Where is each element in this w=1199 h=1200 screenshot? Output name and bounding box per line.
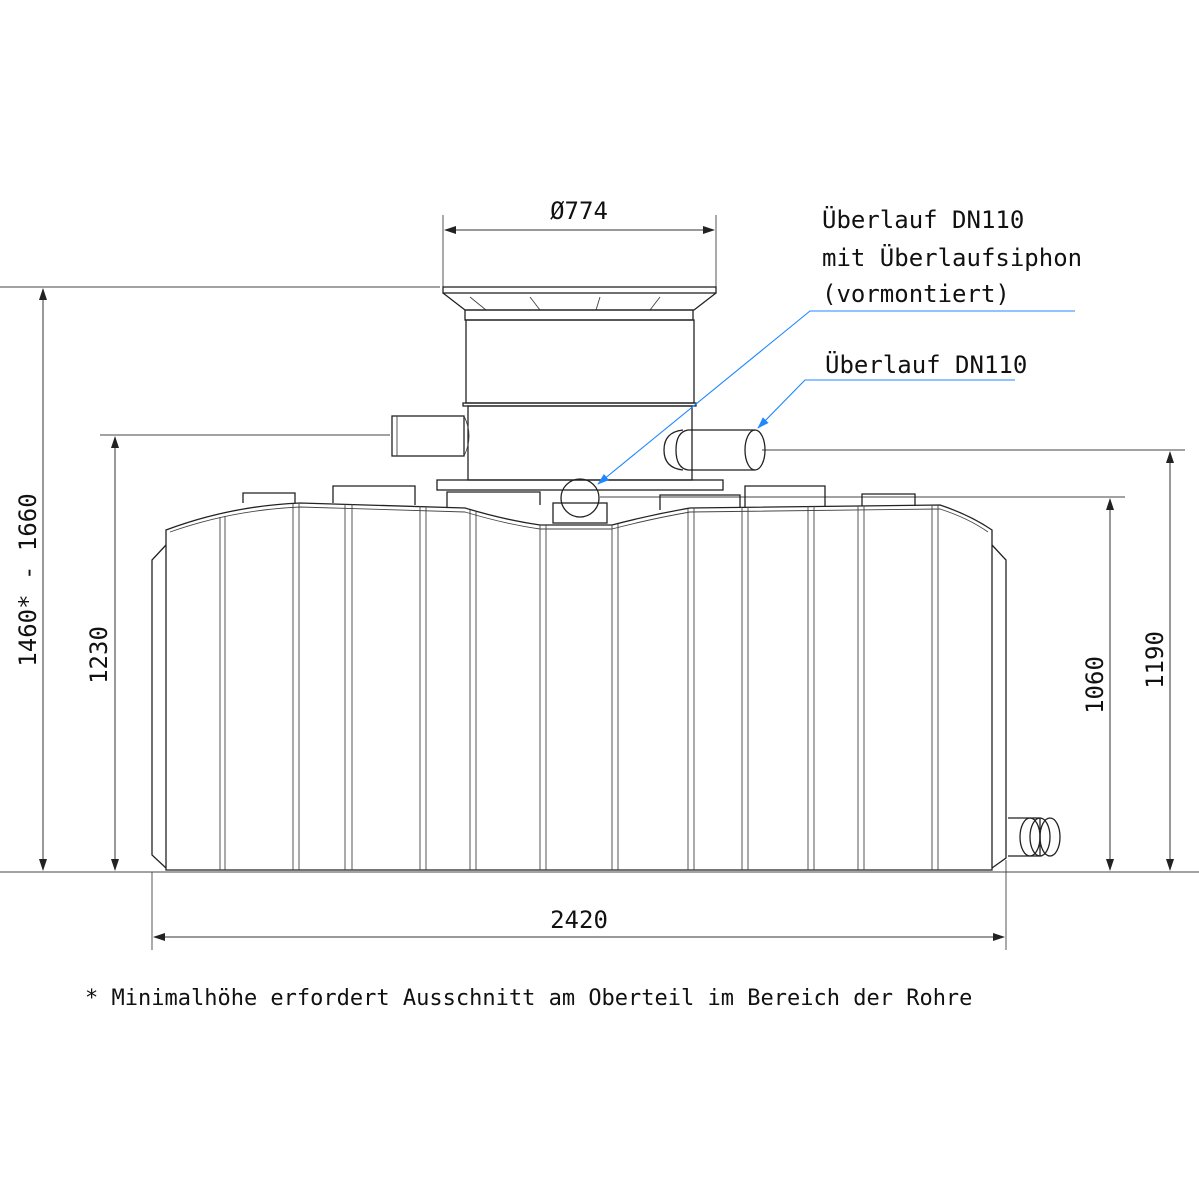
extension-lines	[0, 215, 1199, 950]
dim-inlet-height: 1230	[85, 626, 113, 684]
dim-total-height: 1460* - 1660	[14, 493, 42, 666]
dim-tank-height: 1060	[1081, 656, 1109, 714]
leader-lines	[597, 310, 1075, 485]
label-overflow: Überlauf DN110	[825, 350, 1027, 379]
inlet-pipe	[391, 415, 470, 457]
inspection-shaft	[436, 286, 724, 491]
siphon-pipe	[552, 478, 608, 524]
tank-ribs	[219, 504, 939, 870]
tank-domes	[242, 485, 916, 510]
dim-shaft-diameter: Ø774	[550, 197, 608, 225]
dim-tank-length: 2420	[550, 906, 608, 934]
label-overflow-siphon-1: Überlauf DN110	[822, 205, 1024, 234]
overflow-pipe	[663, 429, 766, 471]
dim-overflow-height: 1190	[1141, 631, 1169, 689]
dimension-lines	[39, 226, 1174, 941]
outlet-fitting	[1008, 817, 1061, 857]
footnote: * Minimalhöhe erfordert Ausschnitt am Ob…	[85, 986, 972, 1011]
tank-body	[151, 485, 1007, 871]
label-overflow-siphon-2: mit Überlaufsiphon	[822, 243, 1082, 272]
label-overflow-siphon-3: (vormontiert)	[822, 280, 1010, 308]
